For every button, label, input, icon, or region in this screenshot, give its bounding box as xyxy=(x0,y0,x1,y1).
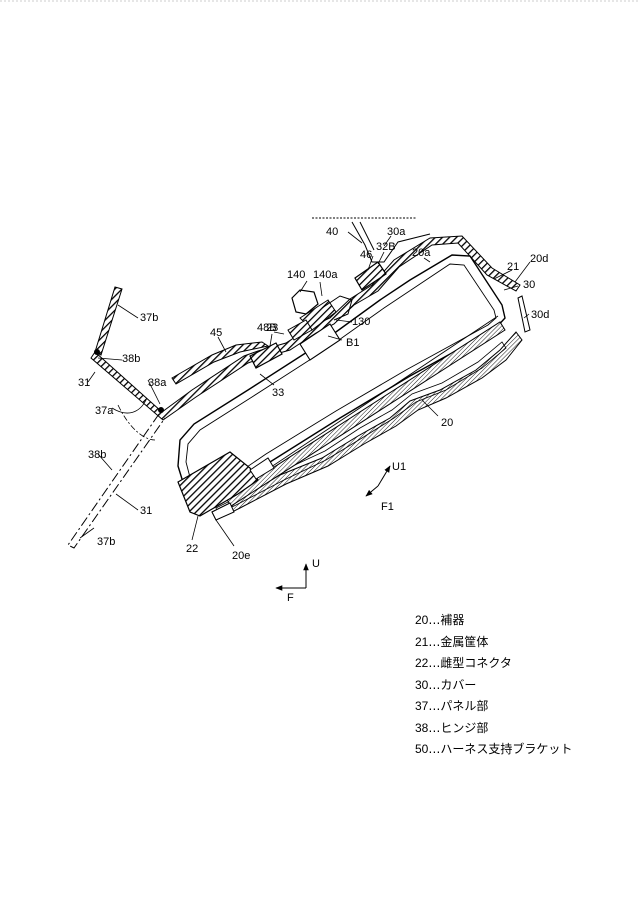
label-20a: 20a xyxy=(412,247,431,259)
legend-text: …ヒンジ部 xyxy=(428,720,489,735)
label-30d: 30d xyxy=(531,309,549,321)
legend-num: 22 xyxy=(415,656,429,670)
label-32B: 32B xyxy=(376,241,396,253)
label-31-bottom: 31 xyxy=(140,505,152,517)
cover-30a-edge-2 xyxy=(359,221,375,251)
label-38b-top: 38b xyxy=(122,353,140,365)
device-20-bottom-plate xyxy=(215,341,507,515)
reference-legend: 20…補器 21…金属筐体 22…雌型コネクタ 30…カバー 37…パネル部 3… xyxy=(415,610,635,761)
arrow-F1 xyxy=(365,485,379,497)
label-U: U xyxy=(312,558,320,570)
label-23: 23 xyxy=(266,322,278,334)
arrow-U1 xyxy=(377,465,391,487)
connector-22-pin xyxy=(249,457,275,480)
label-20d: 20d xyxy=(530,253,548,265)
legend-item: 38…ヒンジ部 xyxy=(415,718,635,740)
label-U1: U1 xyxy=(392,461,406,473)
label-21: 21 xyxy=(507,261,519,273)
panel-37b xyxy=(94,286,123,356)
legend-num: 38 xyxy=(415,720,429,735)
label-37a: 37a xyxy=(95,405,114,417)
legend-num: 21 xyxy=(415,634,429,649)
legend-num: 30 xyxy=(415,677,429,692)
alt-panel-37 xyxy=(67,413,166,549)
label-40: 40 xyxy=(326,226,338,238)
legend-item: 50…ハーネス支持ブラケット xyxy=(415,739,635,761)
label-45: 45 xyxy=(210,327,222,339)
label-20e: 20e xyxy=(232,550,250,562)
terminal-140a xyxy=(321,295,353,321)
connector-22 xyxy=(177,451,259,517)
tab-20e xyxy=(211,502,235,521)
bracket-45 xyxy=(171,341,270,385)
label-20: 20 xyxy=(441,417,453,429)
label-130: 130 xyxy=(352,316,370,328)
label-31-top: 31 xyxy=(78,377,90,389)
legend-item: 21…金属筐体 xyxy=(415,632,635,654)
legend-item: 30…カバー xyxy=(415,675,635,697)
label-140a: 140a xyxy=(313,269,338,281)
label-33: 33 xyxy=(272,387,284,399)
legend-item: 22…雌型コネクタ xyxy=(415,653,635,675)
legend-text: …金属筐体 xyxy=(428,634,489,649)
label-30: 30 xyxy=(523,279,535,291)
block-32B xyxy=(354,261,387,291)
block-23 xyxy=(287,319,313,341)
flap-30d xyxy=(517,295,531,333)
label-F1: F1 xyxy=(381,501,394,513)
legend-text: …パネル部 xyxy=(428,699,489,713)
legend-text: …雌型コネクタ xyxy=(428,656,512,670)
label-B1: B1 xyxy=(346,337,359,349)
label-22: 22 xyxy=(186,543,198,555)
label-46: 46 xyxy=(360,249,372,261)
label-38a: 38a xyxy=(148,377,167,389)
block-48B xyxy=(249,342,283,369)
hinge-38a-dot xyxy=(158,407,164,413)
legend-num: 50 xyxy=(415,742,429,756)
device-20-rail-line xyxy=(231,315,499,494)
legend-num: 37 xyxy=(415,699,429,713)
label-F: F xyxy=(287,592,294,604)
label-38b-bottom: 38b xyxy=(88,449,106,461)
legend-text: …カバー xyxy=(428,677,477,692)
label-37b-top: 37b xyxy=(140,312,158,324)
legend-text: …ハーネス支持ブラケット xyxy=(428,742,573,756)
legend-item: 20…補器 xyxy=(415,610,635,632)
hinge-38b-dot xyxy=(94,349,100,355)
leader-lines xyxy=(79,231,531,547)
alt-hinge-arc xyxy=(117,404,156,441)
legend-num: 20 xyxy=(415,613,429,627)
device-20-casing xyxy=(211,331,523,521)
block-B1 xyxy=(299,323,341,361)
label-37b-bottom: 37b xyxy=(97,536,115,548)
label-48B: 48B xyxy=(257,322,277,334)
label-140: 140 xyxy=(287,269,305,281)
connector-140 xyxy=(291,289,319,315)
label-30a: 30a xyxy=(387,226,406,238)
legend-text: …補器 xyxy=(428,613,465,627)
legend-item: 37…パネル部 xyxy=(415,696,635,718)
